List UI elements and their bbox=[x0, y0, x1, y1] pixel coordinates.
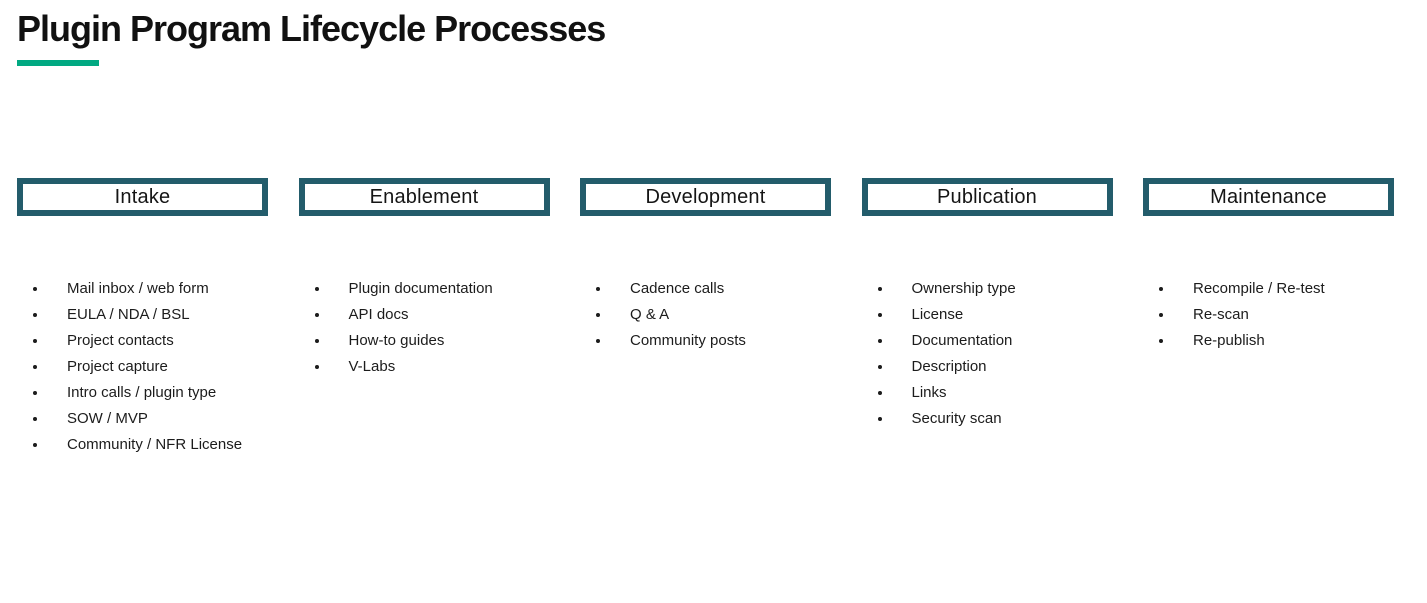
bullet-dot bbox=[33, 417, 37, 421]
list-item: SOW / MVP bbox=[17, 406, 297, 432]
list-item-text: Links bbox=[911, 384, 947, 401]
list-item: Ownership type bbox=[862, 276, 1142, 302]
list-item: Documentation bbox=[862, 328, 1142, 354]
stage-header-box-maintenance: Maintenance bbox=[1143, 178, 1394, 216]
list-item: API docs bbox=[299, 302, 579, 328]
list-item: V-Labs bbox=[299, 354, 579, 380]
bullet-dot bbox=[314, 287, 319, 291]
list-item-text: Plugin documentation bbox=[348, 280, 493, 297]
list-item-text: Community / NFR License bbox=[67, 436, 243, 453]
bullet-dot bbox=[33, 339, 37, 343]
list-item-text: Security scan bbox=[911, 410, 1002, 427]
bullet-dot bbox=[314, 339, 319, 343]
list-item: How-to guides bbox=[299, 328, 579, 354]
stage-header-label: Maintenance bbox=[1210, 185, 1327, 208]
list-item: Community posts bbox=[580, 328, 860, 354]
bullet-dot bbox=[596, 313, 600, 317]
list-item-text: Re-publish bbox=[1193, 332, 1265, 349]
stage-header-label: Enablement bbox=[369, 185, 479, 208]
list-item-text: SOW / MVP bbox=[67, 410, 148, 427]
bullet-dot bbox=[877, 339, 882, 343]
list-item: Community / NFR License bbox=[17, 432, 297, 458]
list-item-text: Description bbox=[911, 358, 987, 375]
bullet-dot bbox=[33, 313, 37, 317]
bullet-dot bbox=[877, 287, 882, 291]
bullet-dot bbox=[877, 417, 882, 421]
list-item-text: Cadence calls bbox=[630, 280, 725, 297]
bullet-dot bbox=[1159, 287, 1163, 291]
list-item-text: Project capture bbox=[67, 358, 168, 375]
bullet-dot bbox=[596, 287, 600, 291]
list-item: Intro calls / plugin type bbox=[17, 380, 297, 406]
page-title: Plugin Program Lifecycle Processes bbox=[17, 8, 606, 49]
bullet-dot bbox=[33, 391, 37, 395]
list-item-text: Re-scan bbox=[1193, 306, 1249, 323]
bullet-dot bbox=[33, 365, 37, 369]
list-item-text: License bbox=[911, 306, 964, 323]
bullet-dot bbox=[877, 313, 882, 317]
list-item: Project contacts bbox=[17, 328, 297, 354]
bullet-dot bbox=[877, 365, 882, 369]
list-item: Re-scan bbox=[1143, 302, 1423, 328]
list-item: EULA / NDA / BSL bbox=[17, 302, 297, 328]
list-item-text: Recompile / Re-test bbox=[1193, 280, 1325, 297]
list-item-text: Project contacts bbox=[67, 332, 174, 349]
list-item: Recompile / Re-test bbox=[1143, 276, 1423, 302]
title-accent-underline bbox=[17, 60, 99, 66]
list-item-text: Intro calls / plugin type bbox=[67, 384, 217, 401]
bullet-dot bbox=[877, 391, 882, 395]
stage-header-box-intake: Intake bbox=[17, 178, 268, 216]
list-item: Security scan bbox=[862, 406, 1142, 432]
list-item-text: API docs bbox=[348, 306, 409, 323]
stage-header-box-publication: Publication bbox=[861, 178, 1113, 216]
bullet-dot bbox=[33, 443, 37, 447]
list-item-text: Q & A bbox=[630, 306, 670, 323]
list-item: Project capture bbox=[17, 354, 297, 380]
bullet-dot bbox=[1159, 339, 1163, 343]
list-item: Description bbox=[862, 354, 1142, 380]
list-item: Re-publish bbox=[1143, 328, 1423, 354]
stage-header-box-enablement: Enablement bbox=[298, 178, 550, 216]
list-item: License bbox=[862, 302, 1142, 328]
bullet-dot bbox=[596, 339, 600, 343]
list-item: Links bbox=[862, 380, 1142, 406]
list-item: Mail inbox / web form bbox=[17, 276, 297, 302]
stage-header-box-development: Development bbox=[580, 178, 831, 216]
list-item-text: EULA / NDA / BSL bbox=[67, 306, 190, 323]
stage-header-label: Intake bbox=[114, 185, 171, 208]
stage-item-list: Cadence calls Q & A Community posts bbox=[580, 276, 860, 354]
list-item: Cadence calls bbox=[580, 276, 860, 302]
list-item-text: Community posts bbox=[630, 332, 746, 349]
list-item-text: V-Labs bbox=[348, 358, 396, 375]
list-item: Q & A bbox=[580, 302, 860, 328]
bullet-dot bbox=[314, 313, 319, 317]
list-item-text: How-to guides bbox=[348, 332, 445, 349]
list-item-text: Documentation bbox=[911, 332, 1013, 349]
stage-header-label: Development bbox=[645, 185, 766, 208]
list-item-text: Ownership type bbox=[911, 280, 1016, 297]
list-item: Plugin documentation bbox=[299, 276, 579, 302]
list-item-text: Mail inbox / web form bbox=[67, 280, 209, 297]
stage-header-label: Publication bbox=[936, 185, 1038, 208]
bullet-dot bbox=[314, 365, 319, 369]
stage-column-development: Development Cadence calls Q & A Community … bbox=[580, 178, 831, 349]
bullet-dot bbox=[1159, 313, 1163, 317]
bullet-dot bbox=[33, 287, 37, 291]
